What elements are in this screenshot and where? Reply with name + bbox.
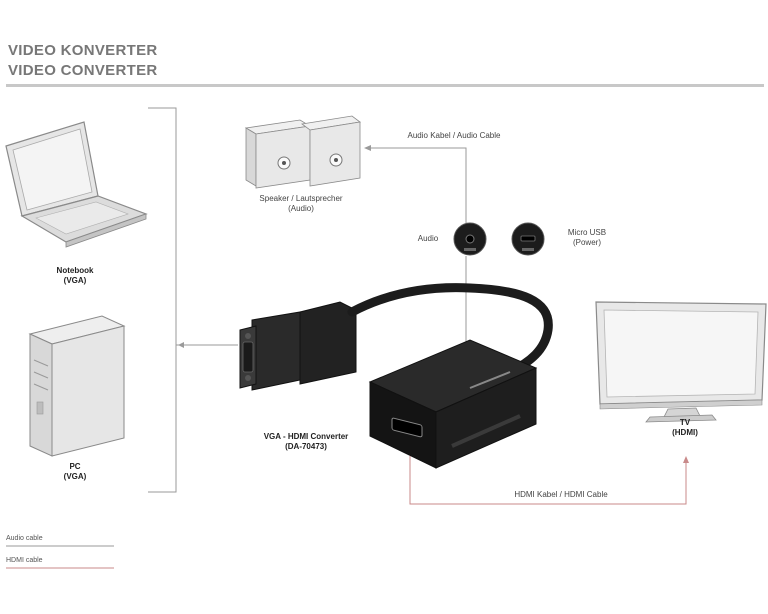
notebook-label: Notebook (VGA) xyxy=(30,266,120,286)
speakers-label-port: (Audio) xyxy=(288,204,314,213)
hdmi-arrow-head xyxy=(683,456,689,463)
title-english: VIDEO CONVERTER xyxy=(8,62,158,79)
source-bracket xyxy=(148,107,177,493)
notebook-label-port: (VGA) xyxy=(63,276,87,285)
micro-usb-port-icon xyxy=(511,222,545,256)
title-divider xyxy=(6,84,764,87)
notebook-label-name: Notebook xyxy=(56,266,94,275)
adapter-body xyxy=(368,339,538,469)
pc-tower-icon xyxy=(28,315,126,457)
tv-label: TV (HDMI) xyxy=(640,418,730,438)
legend-hdmi-label: HDMI cable xyxy=(6,557,43,564)
converter-label-model: (DA-70473) xyxy=(285,442,327,451)
title-german: VIDEO KONVERTER xyxy=(8,42,158,59)
pc-label-port: (VGA) xyxy=(63,472,87,481)
speakers-label-name: Speaker / Lautsprecher xyxy=(259,194,343,203)
notebook-icon xyxy=(5,121,148,248)
audio-port-icon xyxy=(453,222,487,256)
audio-cable-label: Audio Kabel / Audio Cable xyxy=(407,131,501,140)
audio-arrow-head xyxy=(364,145,371,151)
audio-cable-line xyxy=(366,147,467,228)
adapter-cable xyxy=(347,283,553,377)
converter-label-name: VGA - HDMI Converter xyxy=(263,432,349,441)
micro-usb-port-label: Micro USB (Power) xyxy=(552,228,622,248)
speakers-icon xyxy=(244,115,361,189)
vga-plug-icon xyxy=(239,301,357,391)
pc-label-name: PC xyxy=(69,462,81,471)
vga-arrow-head xyxy=(178,342,184,348)
pc-label: PC (VGA) xyxy=(30,462,120,482)
speakers-label: Speaker / Lautsprecher (Audio) xyxy=(236,194,366,214)
micro-usb-port-label-name: Micro USB xyxy=(567,228,607,237)
tv-label-port: (HDMI) xyxy=(672,428,698,437)
tv-icon xyxy=(595,301,767,423)
tv-label-name: TV xyxy=(679,418,691,427)
converter-label: VGA - HDMI Converter (DA-70473) xyxy=(236,432,376,452)
audio-port-label: Audio xyxy=(417,234,439,243)
hdmi-cable-label: HDMI Kabel / HDMI Cable xyxy=(514,490,608,499)
micro-usb-port-label-purpose: (Power) xyxy=(572,238,601,247)
legend-audio-label: Audio cable xyxy=(6,535,43,542)
hdmi-cable-line xyxy=(409,456,687,505)
